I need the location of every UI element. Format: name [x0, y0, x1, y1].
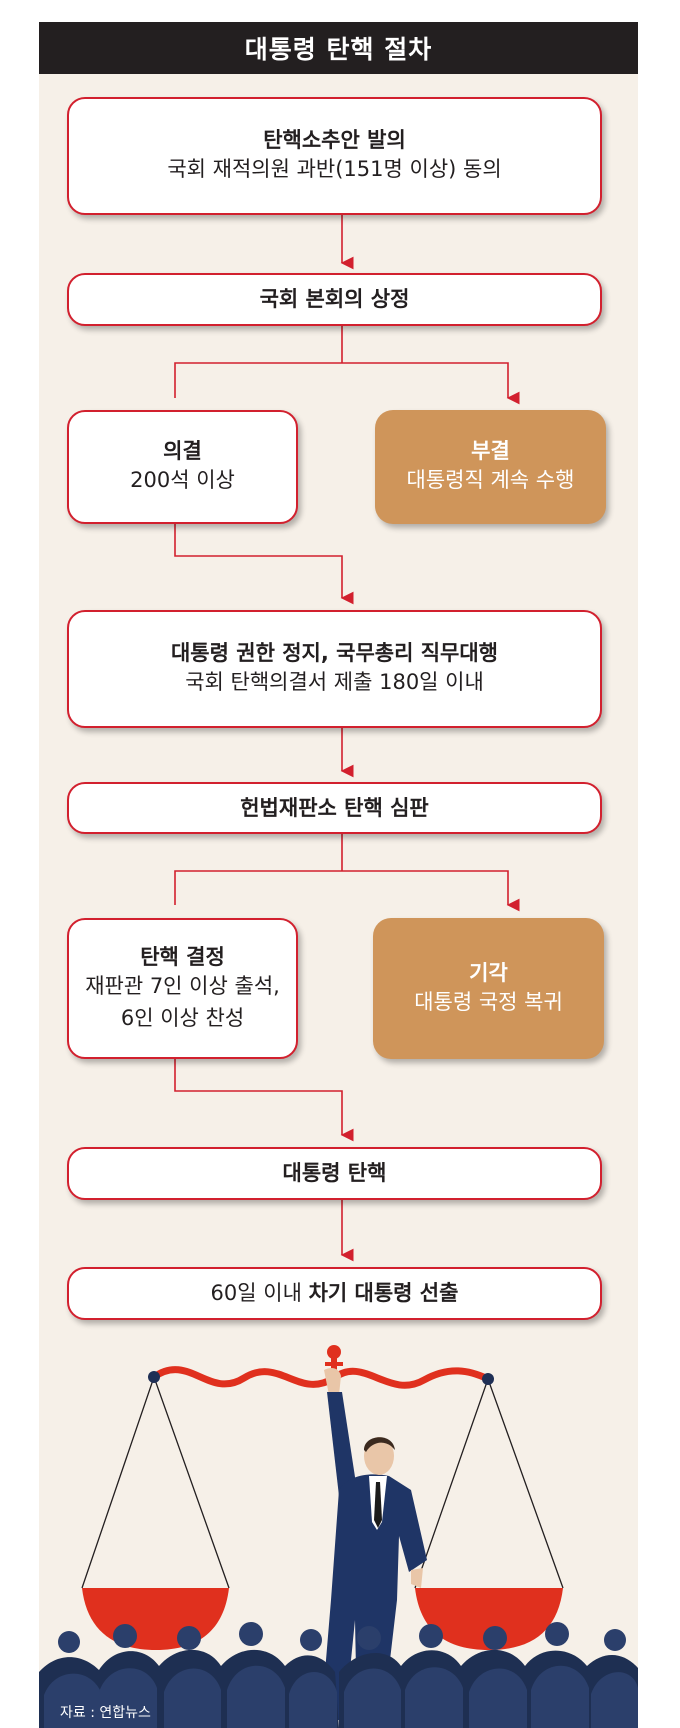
scales-of-justice-illustration	[39, 1345, 638, 1728]
step-title: 부결	[471, 439, 510, 464]
step-title: 대통령 권한 정지, 국무총리 직무대행	[170, 641, 499, 666]
scale-right-cords	[414, 1378, 564, 1589]
step-rejected: 부결 대통령직 계속 수행	[375, 410, 606, 524]
step-detail: 대통령 국정 복귀	[414, 989, 563, 1014]
businessman-figure	[321, 1368, 427, 1720]
step-detail-line1: 재판관 7인 이상 출석,	[85, 974, 280, 999]
flow-connectors	[174, 215, 680, 1262]
step-detail: 국회 재적의원 과반(151명 이상) 동의	[167, 157, 502, 182]
step-title: 대통령 탄핵	[282, 1161, 387, 1186]
step-upheld: 탄핵 결정 재판관 7인 이상 출석, 6인 이상 찬성	[67, 918, 298, 1059]
step-election-text: 60일 이내 차기 대통령 선출	[211, 1278, 459, 1310]
step-detail: 대통령직 계속 수행	[406, 468, 575, 493]
scale-left-cords	[81, 1376, 230, 1589]
arrow-plenary-branch	[174, 326, 508, 398]
scale-beam	[150, 1366, 492, 1389]
crowd	[39, 1622, 638, 1728]
step-suspension: 대통령 권한 정지, 국무총리 직무대행 국회 탄핵의결서 제출 180일 이내	[67, 610, 602, 728]
step-impeached: 대통령 탄핵	[67, 1147, 602, 1200]
election-emphasis: 차기 대통령 선출	[308, 1280, 459, 1305]
step-title: 기각	[469, 960, 508, 985]
election-prefix: 60일 이내	[210, 1280, 309, 1305]
step-detail-line2: 6인 이상 찬성	[120, 1005, 245, 1030]
step-title: 헌법재판소 탄핵 심판	[240, 795, 429, 820]
step-impeachment-motion: 탄핵소추안 발의 국회 재적의원 과반(151명 이상) 동의	[67, 97, 602, 215]
step-detail: 국회 탄핵의결서 제출 180일 이내	[185, 670, 484, 695]
page-title: 대통령 탄핵 절차	[39, 22, 638, 74]
step-election: 60일 이내 차기 대통령 선출	[67, 1267, 602, 1320]
step-title: 탄핵소추안 발의	[263, 128, 406, 153]
step-dismissed: 기각 대통령 국정 복귀	[373, 918, 604, 1059]
step-title: 국회 본회의 상정	[259, 287, 410, 312]
source-credit: 자료 : 연합뉴스	[60, 1705, 151, 1721]
arrow-upheld-to-impeached	[174, 1059, 354, 1142]
beam-end-right	[482, 1373, 494, 1385]
arrow-passed-to-suspension	[174, 524, 354, 605]
step-constitutional-court: 헌법재판소 탄핵 심판	[67, 782, 602, 834]
step-detail: 200석 이상	[130, 468, 235, 493]
beam-end-left	[148, 1371, 160, 1383]
step-title: 탄핵 결정	[140, 944, 225, 969]
arrow-court-branch	[174, 834, 508, 905]
beam-finial	[325, 1345, 343, 1374]
step-plenary-session: 국회 본회의 상정	[67, 273, 602, 326]
scale-pan-left	[82, 1588, 229, 1650]
scale-pan-right	[415, 1588, 563, 1650]
step-passed: 의결 200석 이상	[67, 410, 298, 524]
step-title: 의결	[163, 439, 202, 464]
